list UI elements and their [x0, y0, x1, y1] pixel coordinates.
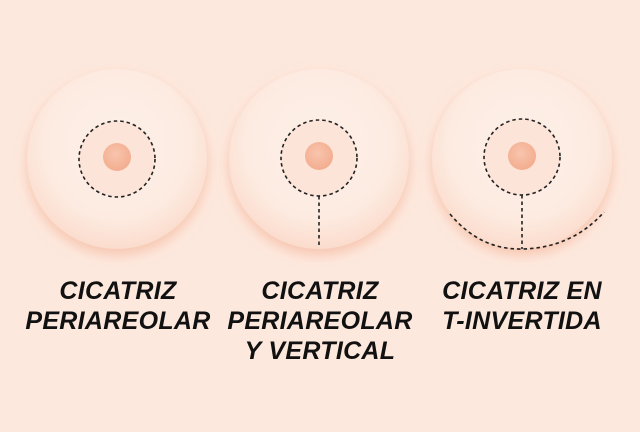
caption-inverted-t: CICATRIZ EN T-INVERTIDA: [412, 276, 632, 336]
caption-line: PERIAREOLAR: [25, 307, 211, 335]
nipple: [103, 143, 131, 171]
caption-line: CICATRIZ EN: [442, 277, 602, 305]
nipple: [508, 142, 536, 170]
caption-periareolar: CICATRIZ PERIAREOLAR: [8, 276, 228, 336]
breast-periareolar: [27, 69, 207, 249]
caption-periareolar-vertical: CICATRIZ PERIAREOLAR Y VERTICAL: [210, 276, 430, 366]
caption-line: T-INVERTIDA: [442, 307, 602, 335]
nipple: [305, 142, 333, 170]
caption-line: Y VERTICAL: [244, 337, 396, 365]
caption-line: PERIAREOLAR: [227, 307, 413, 335]
caption-line: CICATRIZ: [59, 277, 177, 305]
breast-inverted-t: [432, 69, 612, 250]
breast-periareolar-vertical: [229, 69, 409, 249]
caption-line: CICATRIZ: [261, 277, 379, 305]
inframammary-scar-dashed: [449, 211, 605, 250]
